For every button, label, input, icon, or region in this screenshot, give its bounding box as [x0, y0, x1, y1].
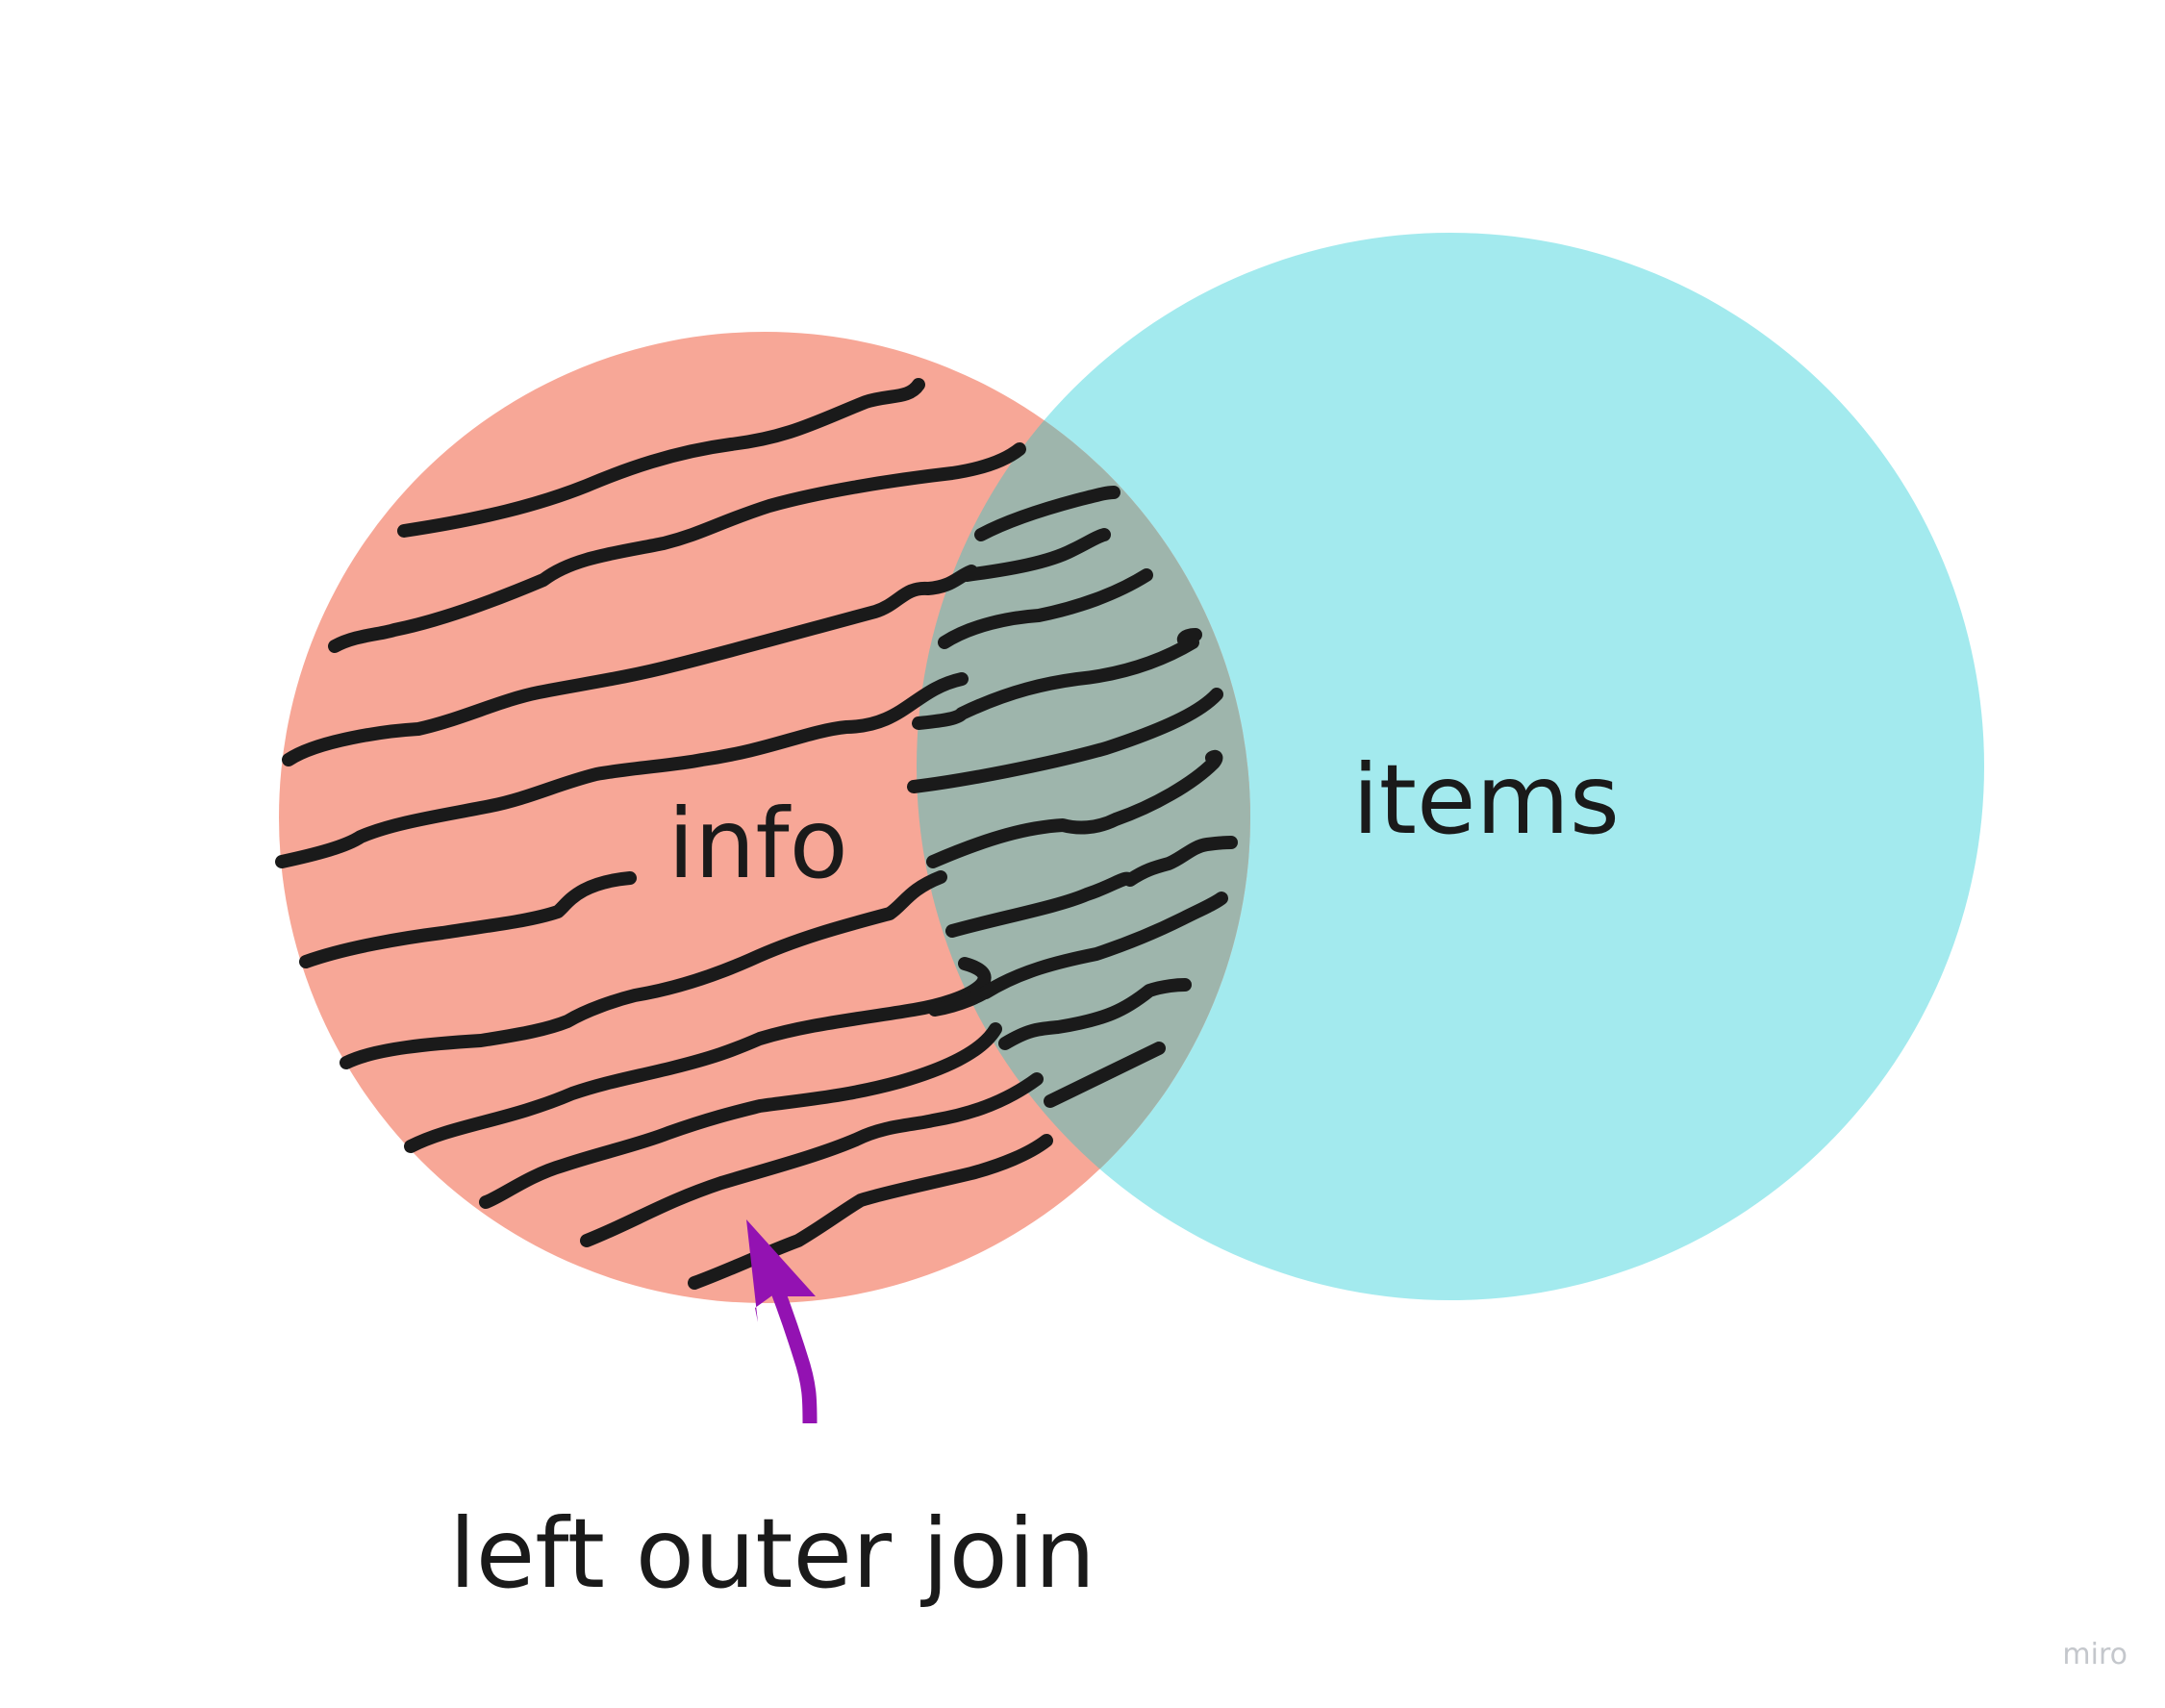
overlap-hatch-strokes — [907, 486, 1238, 1108]
arrow-icon — [746, 1219, 818, 1424]
info-label: info — [667, 788, 848, 900]
caption: left outer join — [449, 1497, 1095, 1610]
brand-watermark: miro — [2062, 1638, 2127, 1671]
hatch-strokes — [275, 378, 1053, 1290]
items-label: items — [1352, 743, 1620, 856]
